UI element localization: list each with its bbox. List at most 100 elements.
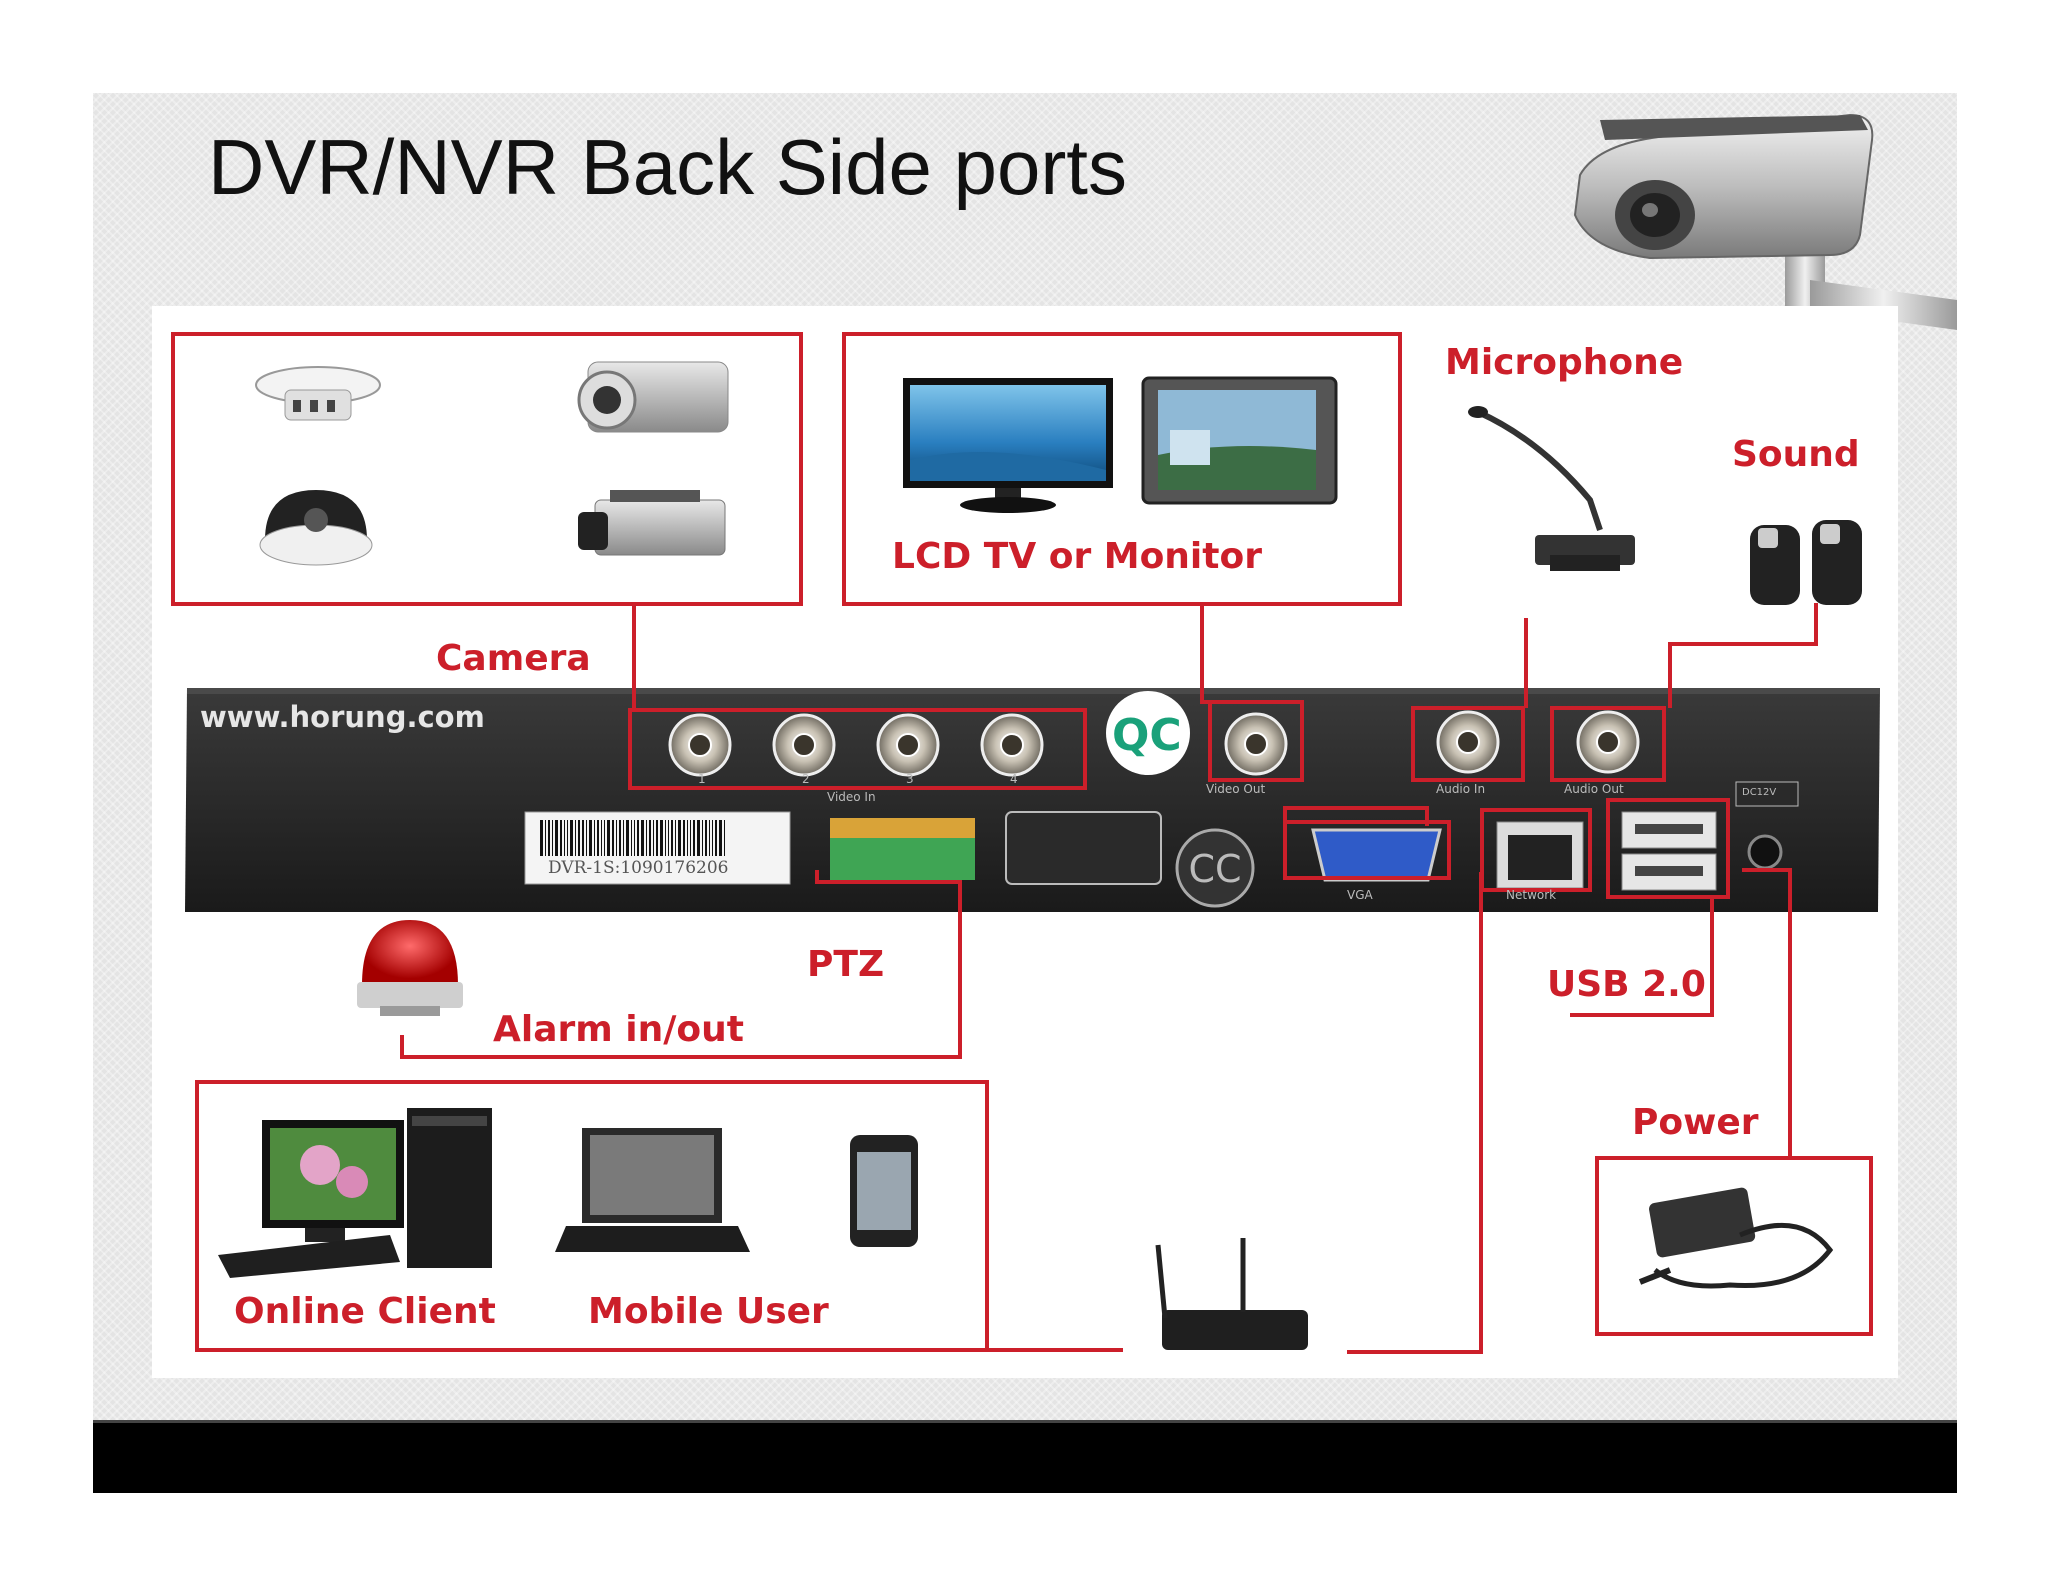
barcode-bar [641, 820, 644, 856]
barcode-bar [586, 820, 587, 856]
barcode-bar [683, 820, 685, 856]
barcode-bar [634, 820, 635, 856]
barcode-bar [589, 820, 592, 856]
barcode-bar [616, 820, 617, 856]
barcode-bar [619, 820, 621, 856]
sound-label: Sound [1732, 434, 1860, 475]
barcode-bar [567, 820, 568, 856]
barcode-bar [660, 820, 663, 856]
barcode-bar [631, 820, 632, 856]
power-adapter-icon [1638, 1187, 1834, 1289]
camera-label: Camera [436, 638, 591, 679]
connector-lines [400, 603, 1818, 1354]
barcode-bar [668, 820, 669, 856]
barcode-bar [594, 820, 595, 856]
audio-in-label: Audio In [1436, 782, 1486, 796]
speaker-icons [1750, 520, 1862, 605]
dc-label-box [1735, 781, 1799, 807]
barcode-bar [678, 820, 681, 856]
barcode-bar [702, 820, 703, 856]
microphone-label: Microphone [1445, 342, 1684, 383]
online-client-label: Online Client [234, 1291, 496, 1332]
alarm-terminal [1005, 811, 1162, 885]
svg-text:CC: CC [1188, 847, 1241, 891]
barcode-bar [649, 820, 651, 856]
barcode-bar [675, 820, 676, 856]
vga-label: VGA [1347, 888, 1373, 902]
barcode-bar [564, 820, 565, 856]
barcode-bar [560, 820, 562, 856]
barcode-bar [548, 820, 550, 856]
barcode-bar [626, 820, 629, 856]
barcode-bar [623, 820, 624, 856]
barcode-bar [575, 820, 576, 856]
barcode-bar [671, 820, 673, 856]
barcode-bar [555, 820, 558, 856]
mobile-phone-icon [850, 1135, 918, 1247]
barcode-bar [693, 820, 695, 856]
port-number-4: 4 [1010, 772, 1018, 786]
qc-badge [1106, 691, 1190, 775]
barcode-bar [540, 820, 543, 856]
laptop-icon [555, 1128, 750, 1252]
barcode-bar [665, 820, 666, 856]
mobile-user-label: Mobile User [588, 1291, 829, 1332]
qc-badge-text: QC [1112, 710, 1182, 761]
bnc-connector-pin [1596, 730, 1620, 754]
bnc-connectors [668, 710, 1640, 777]
power-label: Power [1632, 1102, 1759, 1143]
network-label: Network [1506, 888, 1557, 902]
dc-power-jack [1747, 834, 1783, 870]
dc-label: DC12V [1742, 787, 1777, 798]
barcode-bar [545, 820, 546, 856]
device-website: www.horung.com [200, 700, 485, 734]
port-number-1: 1 [698, 772, 706, 786]
serial-number: DVR-1S:1090176206 [548, 858, 729, 878]
audio-out-label: Audio Out [1564, 782, 1624, 796]
bnc-connector-pin [1244, 732, 1268, 756]
barcode-bar [719, 820, 722, 856]
lcd-tv-monitor-label: LCD TV or Monitor [892, 536, 1262, 577]
barcode-bar [552, 820, 553, 856]
barcode-bar [607, 820, 610, 856]
bnc-connector-pin [792, 733, 816, 757]
slide-title: DVR/NVR Back Side ports [208, 123, 1127, 211]
router-icon [1155, 1238, 1308, 1350]
barcode-bar [570, 820, 573, 856]
alarm-label: Alarm in/out [493, 1009, 744, 1050]
barcode-bar [715, 820, 717, 856]
monitor-icons [903, 376, 1338, 513]
barcode-bar [712, 820, 713, 856]
barcode-bar [690, 820, 691, 856]
barcode-bar [604, 820, 605, 856]
serial-barcode [524, 811, 791, 885]
barcode-bar [656, 820, 658, 856]
barcode-bar [709, 820, 710, 856]
barcode-bar [687, 820, 688, 856]
bnc-connector-pin [688, 733, 712, 757]
bnc-connector-pin [1000, 733, 1024, 757]
video-in-label: Video In [827, 790, 876, 804]
microphone-icon [1468, 406, 1635, 571]
barcode-bar [597, 820, 599, 856]
barcode-bar [582, 820, 584, 856]
usb-label: USB 2.0 [1547, 964, 1706, 1005]
barcode-bar [653, 820, 654, 856]
barcode-bar [637, 820, 639, 856]
port-highlights [628, 700, 1730, 899]
port-number-2: 2 [802, 772, 810, 786]
barcode-bar [646, 820, 647, 856]
video-out-label: Video Out [1206, 782, 1266, 796]
barcode-bar [724, 820, 725, 856]
connection-frames [171, 332, 1873, 1352]
port-number-3: 3 [906, 772, 914, 786]
vga-port [1311, 828, 1442, 882]
alarm-siren-icon [357, 920, 463, 1016]
footer-bar [93, 1420, 1957, 1493]
ptz-label: PTZ [807, 944, 885, 985]
cc-logo [1175, 828, 1255, 908]
barcode-bar [612, 820, 614, 856]
ptz-terminal [830, 818, 975, 880]
bnc-connector-pin [1456, 730, 1480, 754]
